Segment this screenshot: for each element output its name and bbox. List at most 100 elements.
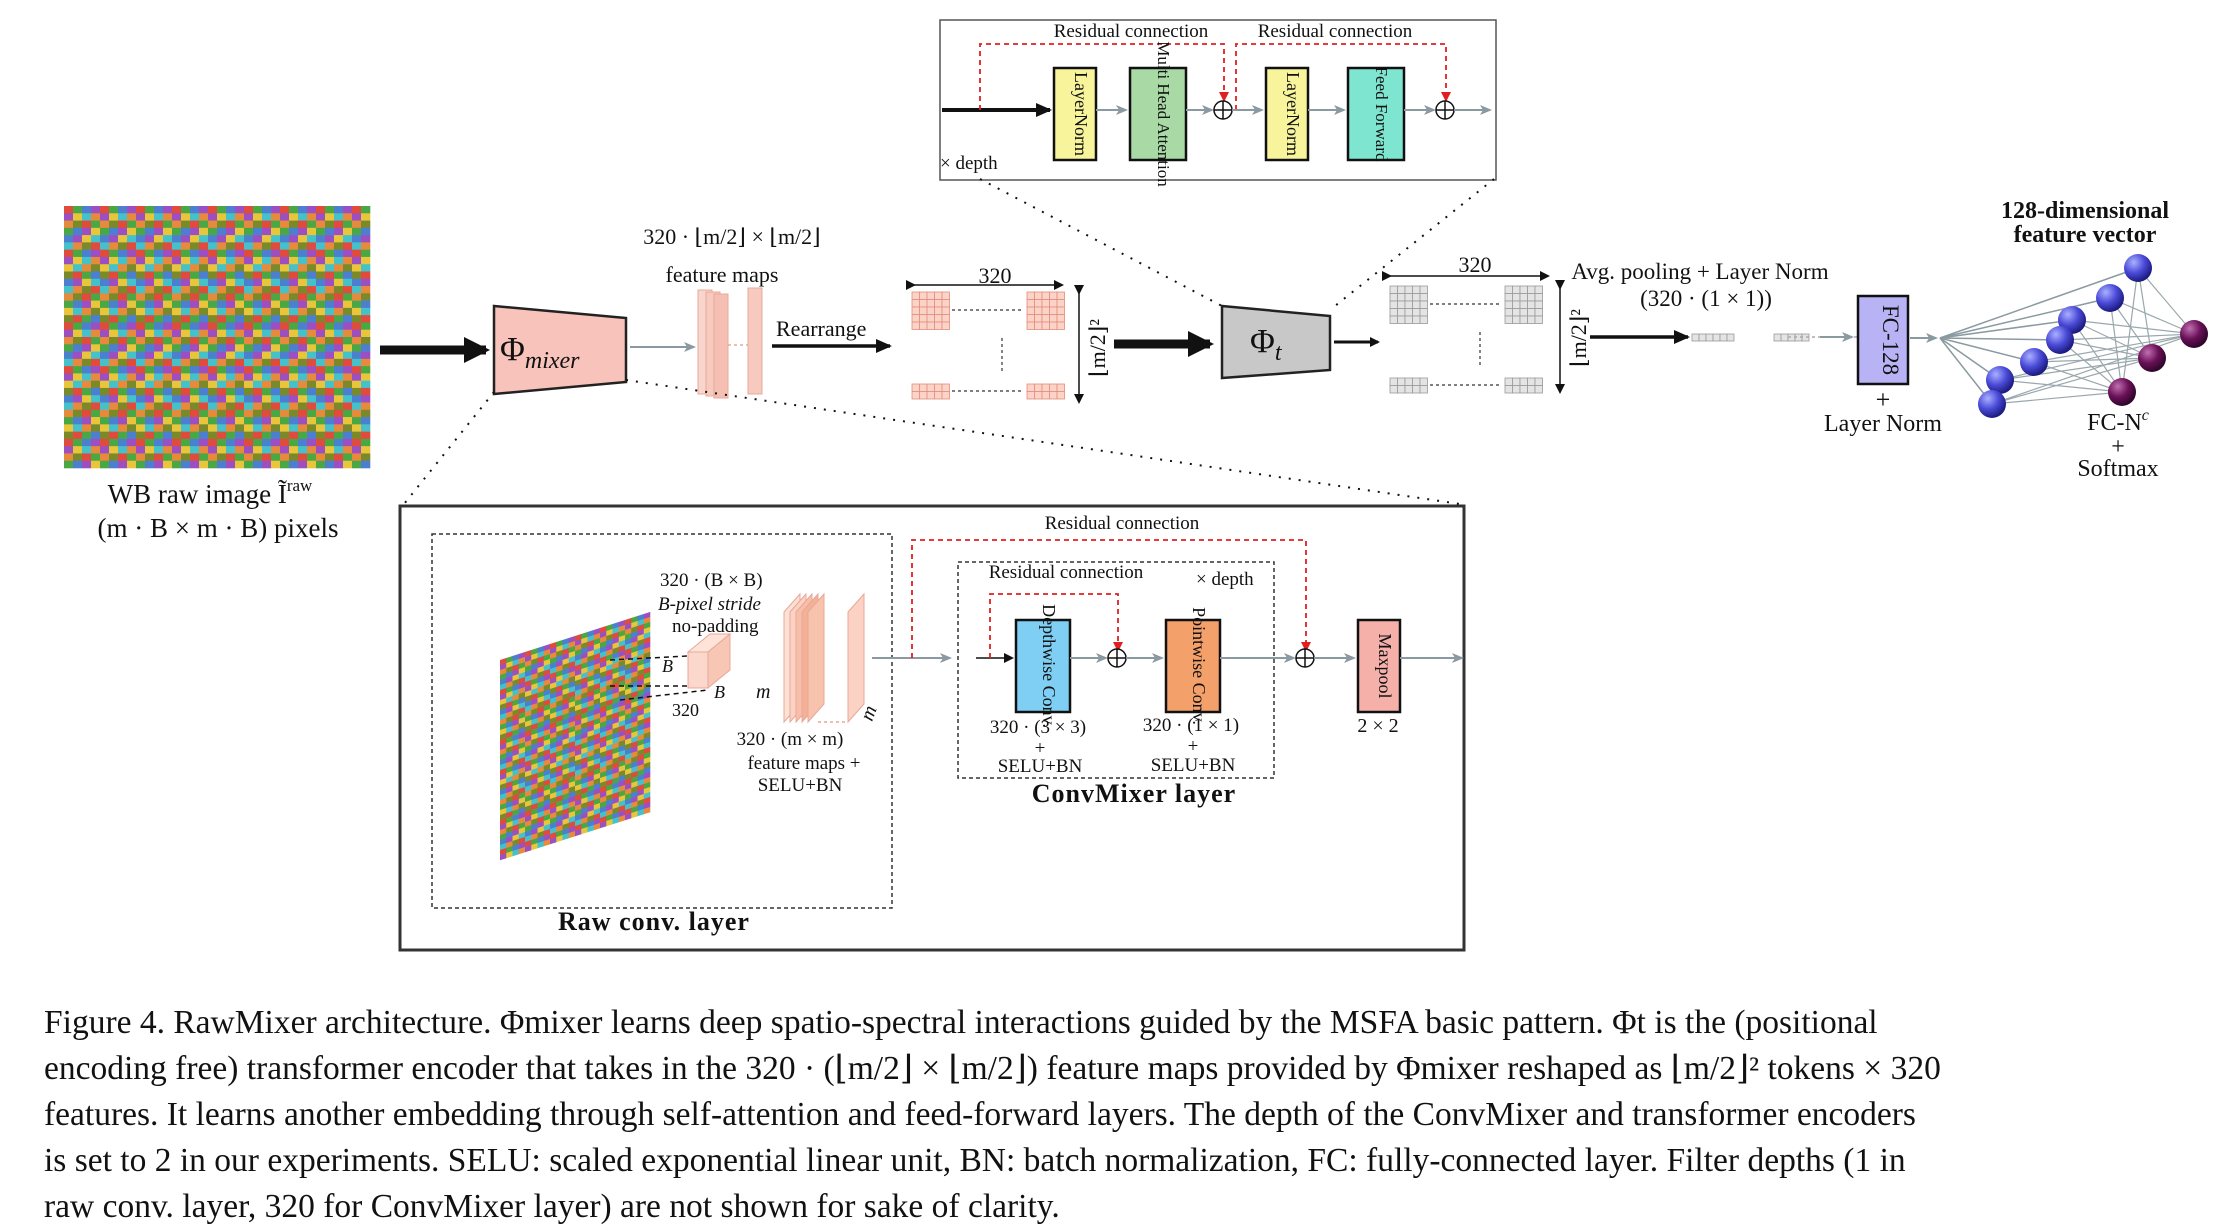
mosaic-pixel (289, 220, 299, 229)
mosaic-pixel (163, 242, 173, 250)
mosaic-pixel (325, 395, 335, 403)
token-cell (919, 299, 928, 308)
fc-128-block[interactable] (1856, 294, 1910, 386)
mosaic-pixel (181, 446, 191, 454)
token-cell (919, 383, 928, 392)
token-cell (1389, 315, 1398, 324)
transformer-mha[interactable] (1128, 66, 1188, 162)
mosaic-pixel (244, 337, 254, 345)
mosaic-pixel (244, 220, 254, 229)
mosaic-pixel (136, 249, 146, 258)
mosaic-pixel (244, 453, 254, 462)
mixer-block[interactable] (492, 304, 628, 396)
mosaic-pixel (244, 446, 254, 454)
maxpool-block[interactable] (1356, 618, 1402, 714)
mosaic-pixel (154, 402, 164, 411)
mosaic-pixel (262, 344, 272, 352)
pointwise-conv-block[interactable] (1164, 618, 1222, 714)
token-cell (1412, 308, 1421, 317)
mosaic-pixel (136, 453, 146, 462)
mosaic-pixel (280, 446, 290, 454)
mosaic-pixel (361, 307, 371, 316)
mosaic-pixel (343, 395, 353, 403)
mosaic-pixel (325, 242, 335, 250)
mosaic-pixel (181, 395, 191, 403)
mosaic-pixel (352, 387, 362, 396)
mosaic-pixel (73, 344, 83, 352)
mosaic-pixel (253, 460, 263, 469)
mosaic-pixel (91, 366, 101, 374)
token-cell (934, 291, 943, 300)
mosaic-pixel (316, 417, 326, 425)
mosaic-pixel (208, 366, 218, 374)
mosaic-pixel (531, 842, 538, 851)
caption-line-4: is set to 2 in our experiments. SELU: sc… (44, 1142, 1906, 1179)
mosaic-pixel (307, 417, 317, 425)
mosaic-pixel (154, 438, 164, 447)
mosaic-pixel (217, 446, 227, 454)
mosaic-pixel (163, 315, 173, 323)
mosaic-pixel (334, 220, 344, 229)
mosaic-pixel (307, 322, 317, 331)
mosaic-pixel (217, 329, 227, 338)
mosaic-pixel (64, 431, 74, 440)
mosaic-pixel (100, 220, 110, 229)
mosaic-pixel (226, 446, 236, 454)
depthwise-conv-block[interactable] (1014, 618, 1072, 714)
convmixer-add-inner (1107, 648, 1127, 668)
mosaic-pixel (136, 438, 146, 447)
mosaic-pixel (253, 322, 263, 331)
transformer-block[interactable] (1220, 304, 1332, 380)
mosaic-pixel (109, 431, 119, 440)
mosaic-pixel (145, 235, 155, 243)
mosaic-pixel (109, 402, 119, 411)
token-cell (1389, 293, 1398, 302)
mosaic-pixel (190, 242, 200, 250)
mosaic-pixel (361, 373, 371, 381)
mosaic-pixel (271, 329, 281, 338)
mosaic-pixel (82, 438, 92, 447)
mosaic-pixel (91, 409, 101, 418)
raw-conv-m-label-1: m (756, 681, 770, 703)
mosaic-pixel (253, 402, 263, 411)
mosaic-pixel (334, 387, 344, 396)
mosaic-pixel (307, 264, 317, 272)
mosaic-pixel (199, 256, 209, 265)
transformer-layernorm-2[interactable] (1264, 66, 1310, 162)
mosaic-pixel (199, 286, 209, 294)
mosaic-pixel (298, 307, 308, 316)
mosaic-pixel (307, 293, 317, 301)
token-cell (1049, 321, 1058, 330)
mosaic-pixel (118, 387, 128, 396)
mosaic-pixel (64, 424, 74, 432)
mosaic-pixel (154, 380, 164, 389)
mosaic-pixel (298, 351, 308, 360)
transformer-ff[interactable] (1346, 66, 1406, 162)
mosaic-pixel (298, 293, 308, 301)
token-cell (911, 383, 920, 392)
transformer-layernorm-1[interactable] (1052, 66, 1098, 162)
mosaic-pixel (82, 395, 92, 403)
mosaic-pixel (163, 213, 173, 221)
mosaic-pixel (235, 220, 245, 229)
mosaic-pixel (163, 300, 173, 309)
mosaic-pixel (262, 329, 272, 338)
mosaic-pixel (208, 387, 218, 396)
mosaic-pixel (271, 322, 281, 331)
mosaic-pixel (91, 417, 101, 425)
depthwise-caption-3: SELU+BN (998, 756, 1083, 777)
mosaic-pixel (334, 206, 344, 214)
mosaic-pixel (199, 409, 209, 418)
mosaic-pixel (316, 213, 326, 221)
mosaic-pixel (118, 395, 128, 403)
pooled-cell (1705, 333, 1714, 342)
mosaic-pixel (181, 380, 191, 389)
mosaic-pixel (298, 395, 308, 403)
mosaic-pixel (262, 220, 272, 229)
mosaic-pixel (64, 380, 74, 389)
mosaic-pixel (64, 264, 74, 272)
transformer-label: Φt (1250, 323, 1283, 366)
mosaic-pixel (154, 300, 164, 309)
mosaic-pixel (316, 387, 326, 396)
mosaic-pixel (181, 453, 191, 462)
